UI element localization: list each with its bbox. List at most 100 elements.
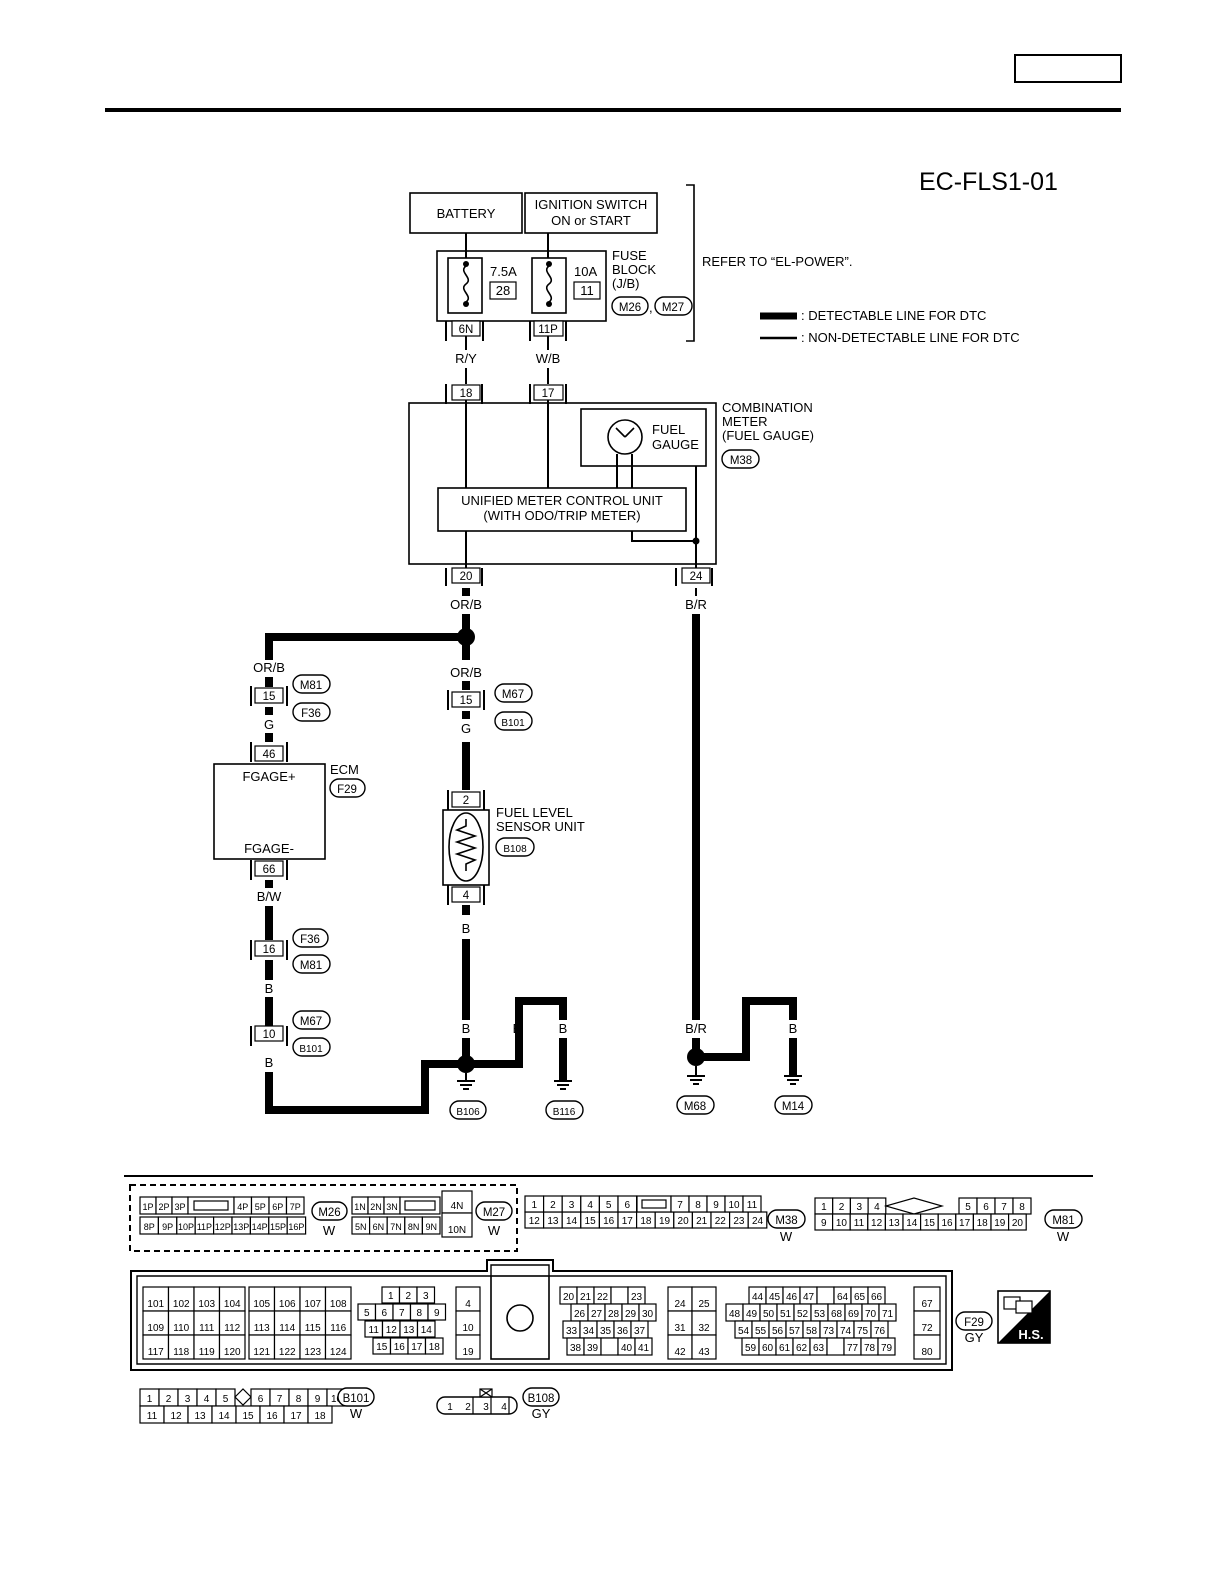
wire-g-ecm: G — [264, 717, 274, 732]
connector-pin: 64 — [837, 1292, 849, 1303]
connector-pin: 8 — [416, 1308, 422, 1319]
ground-wire-b-d: B — [742, 1021, 751, 1036]
connector-pin: 1N — [354, 1202, 366, 1212]
connector-pin: 48 — [729, 1309, 741, 1320]
m26-tag — [311, 1201, 348, 1221]
connector-pin: 11 — [747, 1200, 758, 1211]
connector-pin: 10N — [448, 1225, 466, 1236]
connector-cell — [324, 1334, 352, 1360]
ecm-branch-conn-b101: B101 — [299, 1044, 323, 1055]
ecm-fgage-minus: FGAGE- — [244, 841, 294, 856]
connector-cell — [691, 1334, 717, 1360]
m38: M38 — [775, 1215, 797, 1227]
connector-pin: 18 — [640, 1216, 652, 1227]
fuel-level-sensor-label-1: FUEL LEVEL — [496, 805, 573, 820]
connector-pin: 1 — [388, 1291, 394, 1302]
connector-pin: 53 — [814, 1309, 826, 1320]
connector-pin: 71 — [882, 1309, 894, 1320]
connector-pin: 16 — [603, 1216, 615, 1227]
connector-pin: 17 — [290, 1411, 302, 1422]
connector-pin: 2 — [166, 1394, 172, 1405]
hs-label: H.S. — [1018, 1327, 1043, 1342]
connector-cell — [416, 1286, 436, 1304]
ecm-pin-46: 46 — [263, 749, 276, 761]
connector-pin: 44 — [752, 1292, 764, 1303]
connector-pin: 41 — [638, 1343, 650, 1354]
connector-pin: 62 — [796, 1343, 808, 1354]
connector-pin: 54 — [738, 1326, 750, 1337]
connector-cell — [441, 1212, 473, 1238]
connector-cell — [299, 1334, 327, 1360]
connector-pin: 61 — [779, 1343, 791, 1354]
connector-pin: 19 — [659, 1216, 671, 1227]
connector-pin: 113 — [254, 1323, 270, 1334]
ecm-branch-conn-m67: M67 — [300, 1016, 322, 1028]
connector-pin: 9 — [434, 1308, 440, 1319]
connector-cell — [248, 1334, 276, 1360]
connector-pin: 35 — [600, 1326, 612, 1337]
connector-cell — [913, 1286, 941, 1312]
connector-pin: 74 — [840, 1326, 852, 1337]
connector-pin: 2N — [370, 1202, 382, 1212]
connector-pin: 43 — [698, 1347, 710, 1358]
connector-pin: 12 — [871, 1218, 883, 1229]
connector-pin: 20 — [1012, 1218, 1024, 1229]
connector-pin: 3 — [185, 1394, 191, 1405]
fuel-level-sensor-box — [442, 809, 490, 886]
connector-pin: 57 — [789, 1326, 801, 1337]
connector-pin: 9P — [162, 1222, 173, 1232]
connector-cell — [816, 1286, 835, 1305]
connector-pin: 47 — [803, 1292, 815, 1303]
connector-pin: 9 — [315, 1394, 321, 1405]
connector-pin: 12 — [386, 1325, 398, 1336]
combination-meter-box — [408, 402, 717, 565]
ignition-switch-box — [524, 192, 658, 234]
connector-pin: 46 — [786, 1292, 798, 1303]
m81-tag — [1044, 1209, 1083, 1229]
ground-wire-b-b: B — [513, 1021, 522, 1036]
fuel-gauge-label-2: GAUGE — [652, 437, 699, 452]
connector-pin: 66 — [871, 1292, 883, 1303]
connector-pin: 15 — [585, 1216, 597, 1227]
connector-cell — [691, 1310, 717, 1336]
connector-cell — [421, 1216, 441, 1235]
connector-pin: 29 — [625, 1309, 637, 1320]
refer-bracket — [686, 184, 695, 342]
connector-pin: 3 — [569, 1200, 575, 1211]
wire-b-ecm-1: B — [265, 981, 274, 996]
connector-pin: 2 — [839, 1202, 845, 1213]
connector-pin: 3N — [386, 1202, 398, 1212]
connector-pin: 1P — [142, 1202, 153, 1212]
wire-orb-ecm: OR/B — [253, 660, 285, 675]
connector-pin: 13 — [889, 1218, 901, 1229]
connector-pin: 122 — [279, 1347, 296, 1358]
connector-pin: 13P — [233, 1222, 249, 1232]
sensor-pin-2: 2 — [463, 795, 469, 807]
connector-pin: 13 — [547, 1216, 559, 1227]
connector-pin: 26 — [574, 1309, 586, 1320]
connector-pin: 107 — [304, 1299, 321, 1310]
connector-pin: 121 — [253, 1347, 270, 1358]
connector-pin: 68 — [831, 1309, 843, 1320]
connector-pin: 45 — [769, 1292, 781, 1303]
fuse-28-symbol — [462, 265, 470, 303]
connector-pin: 114 — [279, 1323, 295, 1334]
wire-wb: W/B — [536, 351, 561, 366]
connector-cell — [307, 1405, 333, 1424]
connector-pin: 105 — [253, 1299, 270, 1310]
connector-cell — [218, 1334, 246, 1360]
ground-m14: M14 — [782, 1101, 805, 1113]
sensor-branch-conn-m67: M67 — [502, 689, 524, 701]
ground-m68: M68 — [684, 1101, 706, 1113]
connector-cell — [634, 1337, 653, 1356]
m26-m27-dashed-outline — [129, 1184, 518, 1252]
fuse-block-label-2: BLOCK — [612, 262, 656, 277]
connector-pin: 20 — [678, 1216, 690, 1227]
connector-pin: 10P — [178, 1222, 194, 1232]
refer-el-power: REFER TO “EL-POWER”. — [702, 254, 852, 269]
fuse-11 — [531, 257, 567, 314]
connector-pin: 69 — [848, 1309, 860, 1320]
meter-pin-17: 17 — [542, 388, 555, 400]
connector-pin: 4 — [465, 1299, 471, 1310]
